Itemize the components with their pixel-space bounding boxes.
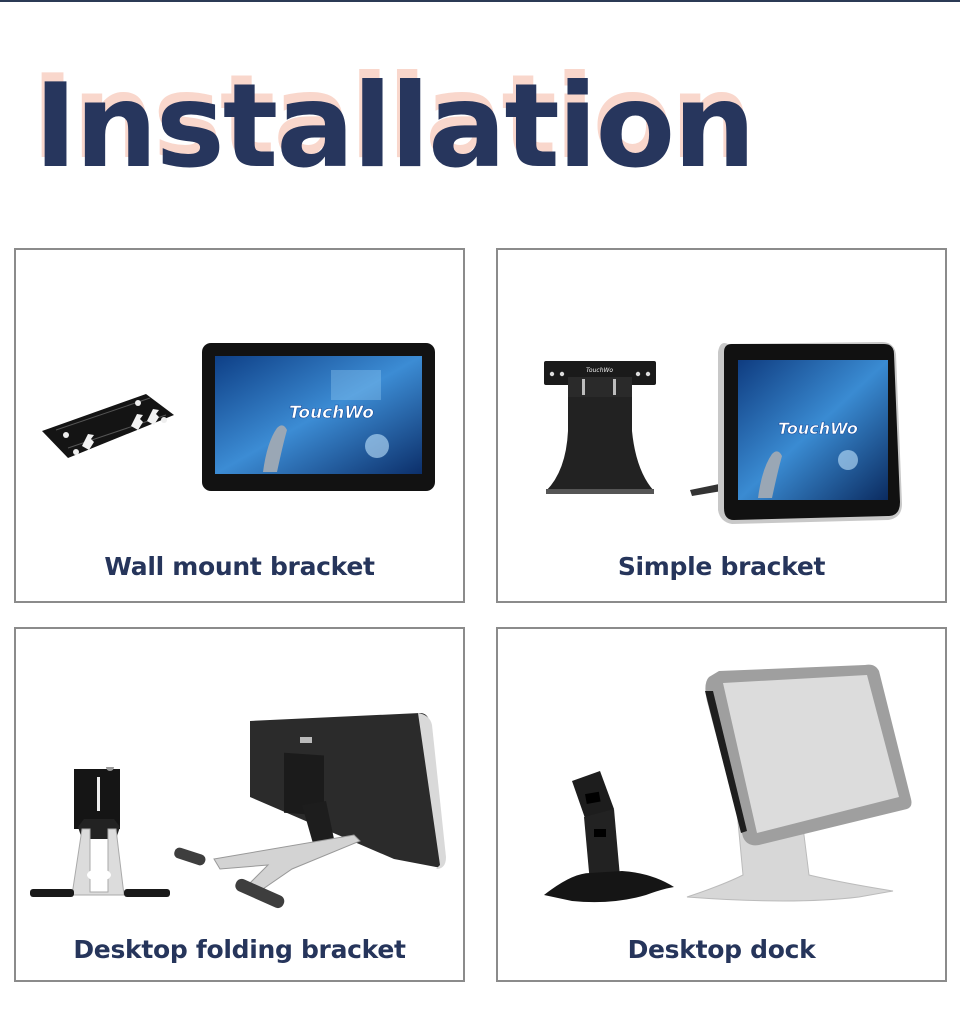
card-desktop-folding-bracket: Desktop folding bracket bbox=[14, 627, 465, 982]
card-label: Desktop folding bracket bbox=[73, 935, 406, 964]
black-pedestal-dock-image bbox=[542, 769, 677, 904]
card-desktop-dock: Desktop dock bbox=[496, 627, 947, 982]
card-label: Desktop dock bbox=[627, 935, 816, 964]
monitor-front-image: TouchWo bbox=[201, 342, 436, 492]
folding-stand-image bbox=[28, 767, 178, 902]
title-text: Installation bbox=[34, 59, 756, 194]
monitor-kickstand-image: TouchWo bbox=[688, 338, 910, 528]
wall-bracket-image bbox=[38, 388, 178, 468]
silver-dock-monitor-image bbox=[683, 661, 913, 911]
svg-text:TouchWo: TouchWo bbox=[586, 367, 613, 374]
svg-text:TouchWo: TouchWo bbox=[289, 403, 374, 423]
card-label: Wall mount bracket bbox=[104, 552, 375, 581]
page-title: Installation Installation bbox=[31, 53, 756, 194]
title-shadow: Installation bbox=[31, 50, 753, 185]
monitor-rear-folding-stand-image bbox=[174, 709, 454, 924]
card-wall-mount-bracket: TouchWo Wall mount bracket bbox=[14, 248, 465, 603]
card-simple-bracket: TouchWo TouchWo Simple bracket bbox=[496, 248, 947, 603]
simple-bracket-image: TouchWo bbox=[544, 361, 659, 501]
top-rule bbox=[0, 0, 960, 2]
card-label: Simple bracket bbox=[617, 552, 826, 581]
svg-text:TouchWo: TouchWo bbox=[778, 419, 858, 438]
